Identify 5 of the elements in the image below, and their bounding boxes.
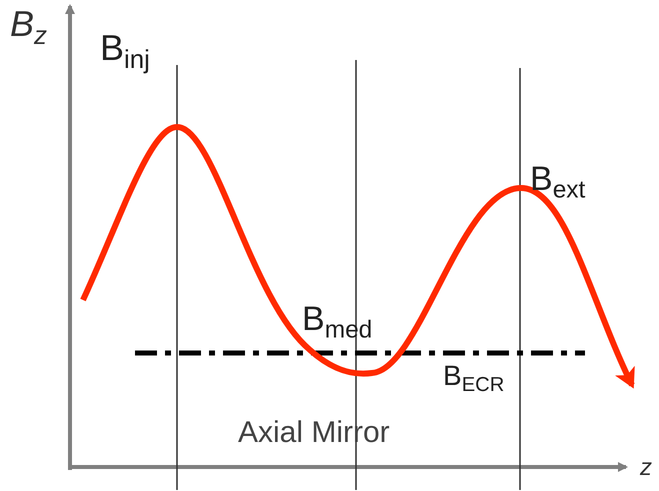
- axis-label: z: [640, 456, 652, 480]
- axis-label: B$_{z}$: [10, 6, 47, 50]
- field-label: B$_{inj}$: [100, 30, 150, 74]
- field-label: B$_{ext}$: [530, 162, 586, 203]
- field-label: B$_{ECR}$: [443, 362, 504, 396]
